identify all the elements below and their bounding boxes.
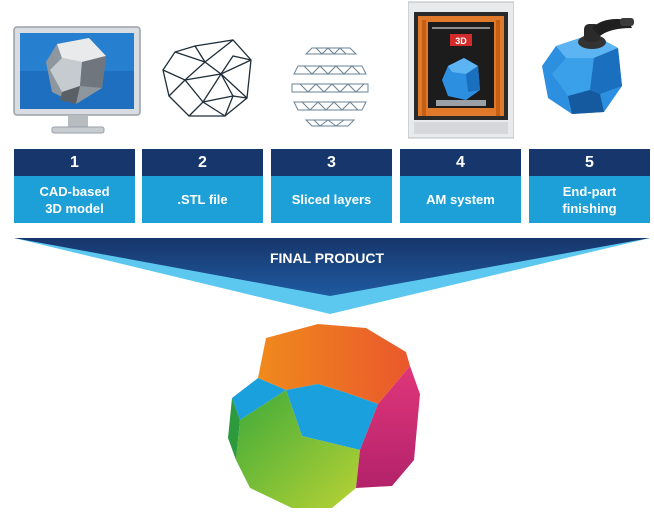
final-product-label: FINAL PRODUCT (269, 250, 385, 266)
wireframe-mesh-icon (162, 39, 252, 117)
step-number: 2 (142, 149, 263, 176)
step-label-line2: finishing (562, 200, 617, 216)
printer-badge-text: 3D (455, 36, 467, 46)
step-number: 4 (400, 149, 521, 176)
3d-printer-icon: 3D (408, 1, 514, 139)
step-label-line1: End-part (562, 183, 617, 199)
step-label: AM system (400, 176, 521, 223)
step-label-line1: Sliced layers (291, 192, 372, 207)
step-label-line1: AM system (426, 192, 495, 207)
step-4: 4 AM system (400, 149, 521, 223)
final-product-funnel (14, 238, 650, 314)
step-number: 1 (14, 149, 135, 176)
step-label-line1: .STL file (177, 192, 228, 207)
step-number: 3 (271, 149, 392, 176)
step-label-line1: CAD-based (39, 183, 110, 199)
step-label: .STL file (142, 176, 263, 223)
step-label-line2: 3D model (45, 200, 104, 216)
sliced-layers-icon (291, 47, 369, 127)
step-2: 2 .STL file (142, 149, 263, 223)
step-3: 3 Sliced layers (271, 149, 392, 223)
step-number: 5 (529, 149, 650, 176)
polishing-tool-icon (542, 18, 634, 114)
monitor-icon (13, 26, 141, 134)
step-label: Sliced layers (271, 176, 392, 223)
